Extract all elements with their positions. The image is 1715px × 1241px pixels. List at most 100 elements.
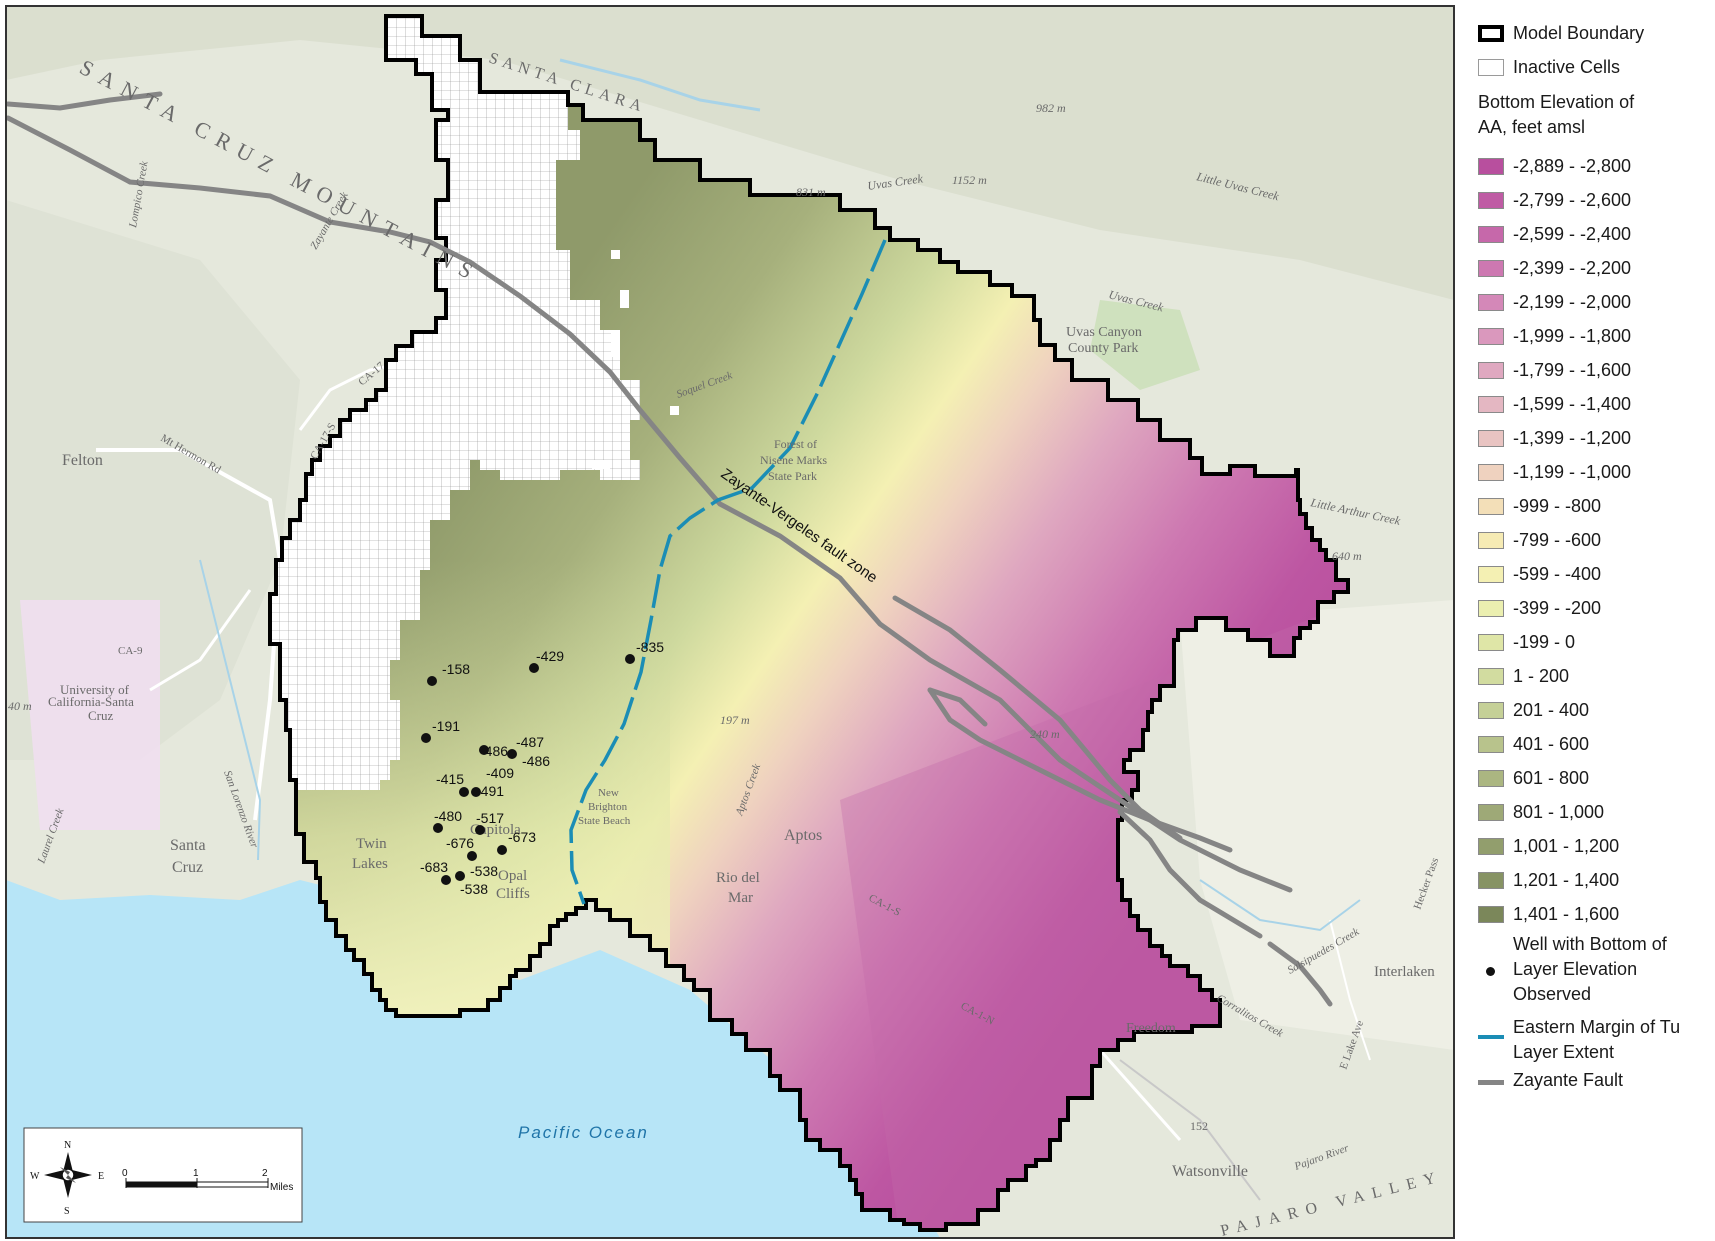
legend-elevation-title-line2: AA, feet amsl <box>1478 117 1586 137</box>
compass-e: E <box>98 1171 104 1182</box>
legend-class-swatch <box>1478 804 1504 821</box>
legend-class-swatch <box>1478 532 1504 549</box>
label-elev-640: 640 m <box>1332 549 1362 563</box>
well-label: -158 <box>442 661 470 677</box>
place-twin-lakes: Twin <box>356 836 387 852</box>
legend-class-label: 1,401 - 1,600 <box>1513 904 1620 924</box>
wells: -158-429-835-191-486-487-486-415-409-491… <box>420 639 664 897</box>
legend-class-swatch <box>1478 838 1504 855</box>
well-label: -191 <box>432 718 460 734</box>
legend-class-label: -1,799 - -1,600 <box>1513 360 1632 380</box>
well-label: -415 <box>436 771 464 787</box>
legend-class-label: 1,001 - 1,200 <box>1513 836 1620 856</box>
well-point <box>507 749 517 759</box>
legend: Model Boundary Inactive Cells Bottom Ele… <box>1456 6 1712 1238</box>
well-label: -538 <box>470 863 498 879</box>
legend-class-swatch <box>1478 328 1504 345</box>
place-rio-del-mar: Mar <box>728 890 753 906</box>
legend-class-label: 201 - 400 <box>1513 700 1590 720</box>
legend-class-swatch <box>1478 566 1504 583</box>
place-santa-cruz: Santa <box>170 837 206 854</box>
well-point <box>471 787 481 797</box>
well-point <box>625 654 635 664</box>
place-interlaken: Interlaken <box>1374 964 1435 980</box>
legend-well-line3: Observed <box>1513 984 1592 1004</box>
legend-class-swatch <box>1478 872 1504 889</box>
place-twin-lakes: Lakes <box>352 856 388 872</box>
well-point <box>441 875 451 885</box>
legend-class-label: -1,399 - -1,200 <box>1513 428 1632 448</box>
place-rio-del-mar: Rio del <box>716 870 760 886</box>
legend-class-swatch <box>1478 430 1504 447</box>
legend-class-label: -199 - 0 <box>1513 632 1576 652</box>
well-label: -673 <box>508 829 536 845</box>
place-uvas-canyon: Uvas Canyon <box>1066 325 1142 340</box>
place-ucsc: Cruz <box>88 708 114 723</box>
scale-tick-1: 1 <box>193 1168 199 1179</box>
place-felton: Felton <box>62 452 103 469</box>
tu-layer-margin <box>569 239 887 905</box>
legend-class-label: -1,199 - -1,000 <box>1513 462 1632 482</box>
legend-class-swatch <box>1478 396 1504 413</box>
label-elev-197: 197 m <box>720 713 750 727</box>
place-uvas-canyon: County Park <box>1068 341 1138 356</box>
well-label: -480 <box>434 808 462 824</box>
well-point <box>421 733 431 743</box>
legend-class-label: -2,399 - -2,200 <box>1513 258 1632 278</box>
well-point <box>467 851 477 861</box>
legend-class-label: -599 - -400 <box>1513 564 1602 584</box>
legend-tu-line2: Layer Extent <box>1513 1042 1615 1062</box>
place-santa-cruz: Cruz <box>172 859 203 876</box>
legend-well: Well with Bottom of Layer Elevation Obse… <box>1513 932 1667 1007</box>
well-label: -538 <box>460 881 488 897</box>
label-route-152: 152 <box>1190 1119 1208 1133</box>
place-pacific-ocean: Pacific Ocean <box>518 1123 649 1142</box>
legend-class-swatch <box>1478 260 1504 277</box>
place-ucsc: University of <box>60 682 130 697</box>
well-point <box>497 845 507 855</box>
well-label: -409 <box>486 765 514 781</box>
place-opal-cliffs: Opal <box>498 868 527 884</box>
well-label: -835 <box>636 639 664 655</box>
inactive-cells <box>270 16 640 790</box>
place-watsonville: Watsonville <box>1172 1163 1248 1180</box>
zayante-fault-lines <box>5 91 1333 1007</box>
legend-well-line1: Well with Bottom of <box>1513 934 1667 954</box>
legend-class-swatch <box>1478 192 1504 209</box>
legend-fault-line <box>1478 1080 1504 1085</box>
legend-class-swatch <box>1478 702 1504 719</box>
legend-class-swatch <box>1478 668 1504 685</box>
legend-class-label: 401 - 600 <box>1513 734 1590 754</box>
legend-class-swatch <box>1478 736 1504 753</box>
scale-tick-0: 0 <box>122 1168 128 1179</box>
legend-tu: Eastern Margin of Tu Layer Extent <box>1513 1015 1680 1065</box>
place-new-brighton: State Beach <box>578 815 631 827</box>
legend-class-label: 801 - 1,000 <box>1513 802 1605 822</box>
label-elev-982: 982 m <box>1036 101 1066 115</box>
legend-elevation-title-line1: Bottom Elevation of <box>1478 92 1635 112</box>
place-forest-nisene: Nisene Marks <box>760 453 827 467</box>
place-forest-nisene: Forest of <box>774 437 817 451</box>
well-point <box>455 871 465 881</box>
well-label: -676 <box>446 835 474 851</box>
place-freedom: Freedom <box>1126 1021 1176 1036</box>
well-label: -517 <box>476 810 504 826</box>
legend-tu-line <box>1478 1035 1504 1039</box>
well-point <box>427 676 437 686</box>
model-boundary <box>268 14 1350 1232</box>
legend-class-swatch <box>1478 600 1504 617</box>
legend-fault: Zayante Fault <box>1513 1070 1624 1090</box>
compass-s: S <box>64 1206 70 1217</box>
legend-model-boundary-swatch <box>1478 25 1504 42</box>
legend-class-swatch <box>1478 158 1504 175</box>
legend-class-swatch <box>1478 294 1504 311</box>
map-frame-border <box>5 5 1455 1239</box>
well-label: -683 <box>420 859 448 875</box>
place-forest-nisene: State Park <box>768 469 817 483</box>
legend-class-label: -399 - -200 <box>1513 598 1602 618</box>
legend-class-label: -2,889 - -2,800 <box>1513 156 1632 176</box>
compass-n: N <box>64 1140 71 1151</box>
legend-class-swatch <box>1478 362 1504 379</box>
legend-class-swatch <box>1478 226 1504 243</box>
